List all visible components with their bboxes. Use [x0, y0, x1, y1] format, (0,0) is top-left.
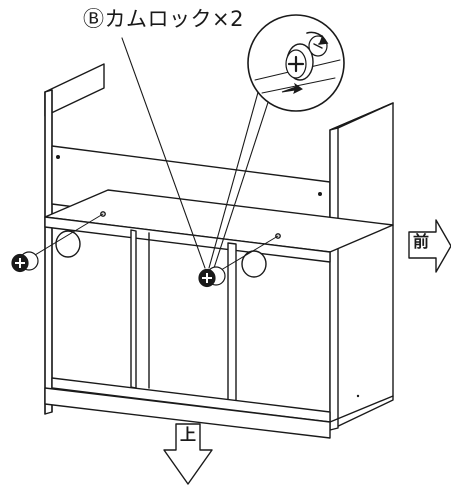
callout-leaders: [121, 37, 275, 269]
up-direction-label: 上: [180, 425, 197, 444]
arrow-right-icon: [408, 219, 451, 273]
right-side-panel: [329, 102, 394, 431]
cam-lock-callout-label: Ⓑカムロック×2: [83, 7, 244, 31]
bottom-panel: [44, 377, 394, 439]
middle-shelf: [44, 189, 394, 263]
front-direction-label: 前: [413, 232, 430, 251]
cam-lock-icon: [11, 251, 39, 273]
cam-lock-icon: [198, 266, 226, 288]
rotate-arrow-icon: [306, 31, 329, 45]
cam-lock-holes: [55, 230, 267, 278]
callout-magnifier: [247, 14, 345, 112]
lower-dividers: [130, 229, 237, 411]
arrow-down-icon: [163, 423, 213, 485]
left-side-panel: [44, 63, 105, 415]
insert-arrow-icon: [281, 82, 303, 94]
